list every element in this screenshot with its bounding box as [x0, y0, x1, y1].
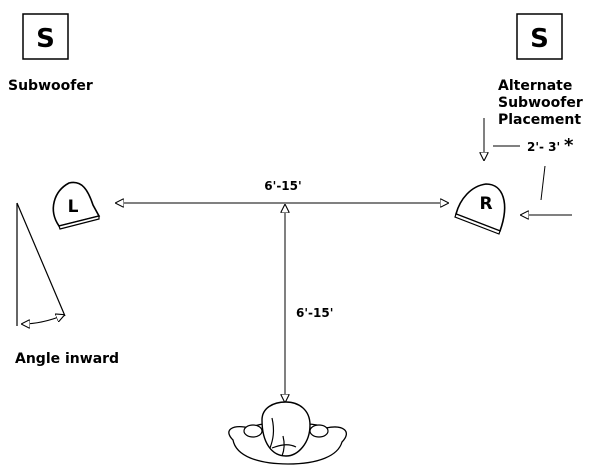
side-gap-label: 2'- 3': [527, 140, 560, 154]
right-speaker-body: [455, 183, 506, 233]
angle-slant-line: [16, 202, 66, 317]
speaker-spacing-label: 6'-15': [264, 179, 301, 193]
subwoofer-glyph: S: [36, 24, 55, 54]
asterisk: *: [564, 135, 574, 156]
angle-arc: [22, 315, 64, 324]
listener-face-detail: [269, 417, 297, 457]
right-speaker-letter: R: [479, 194, 492, 214]
listener-left-ear: [243, 424, 263, 438]
listener-distance-label: 6'-15': [296, 306, 333, 320]
subwoofer-box: [22, 13, 69, 60]
listener-head: [261, 401, 311, 457]
left-speaker-letter: L: [68, 197, 79, 217]
left-speaker-base: [58, 215, 100, 230]
subwoofer-alternate: S Alternate Subwoofer Placement: [498, 13, 583, 128]
alternate-label-line-3: Placement: [498, 112, 581, 128]
alternate-label-line-2: Subwoofer: [498, 95, 583, 111]
alternate-label-line-1: Alternate: [498, 78, 572, 94]
listener-distance-dimension: 6'-15': [285, 205, 333, 402]
alternate-subwoofer-glyph: S: [530, 24, 549, 54]
listener-right-ear: [309, 424, 329, 438]
alternate-subwoofer-box: [516, 13, 563, 60]
listener: [228, 401, 347, 465]
left-speaker: L: [52, 181, 101, 230]
subwoofer-left: S Subwoofer: [8, 13, 93, 94]
left-speaker-body: [52, 181, 101, 227]
right-speaker: R: [454, 183, 506, 235]
angle-label: Angle inward: [15, 351, 119, 367]
angle-indicator: Angle inward: [15, 202, 119, 367]
speaker-spacing-dimension: 6'-15': [116, 179, 448, 203]
right-speaker-base: [454, 213, 501, 235]
side-gap-annotation: 2'- 3' *: [484, 118, 574, 215]
subwoofer-label: Subwoofer: [8, 78, 93, 94]
gap-slant-line: [540, 165, 546, 201]
